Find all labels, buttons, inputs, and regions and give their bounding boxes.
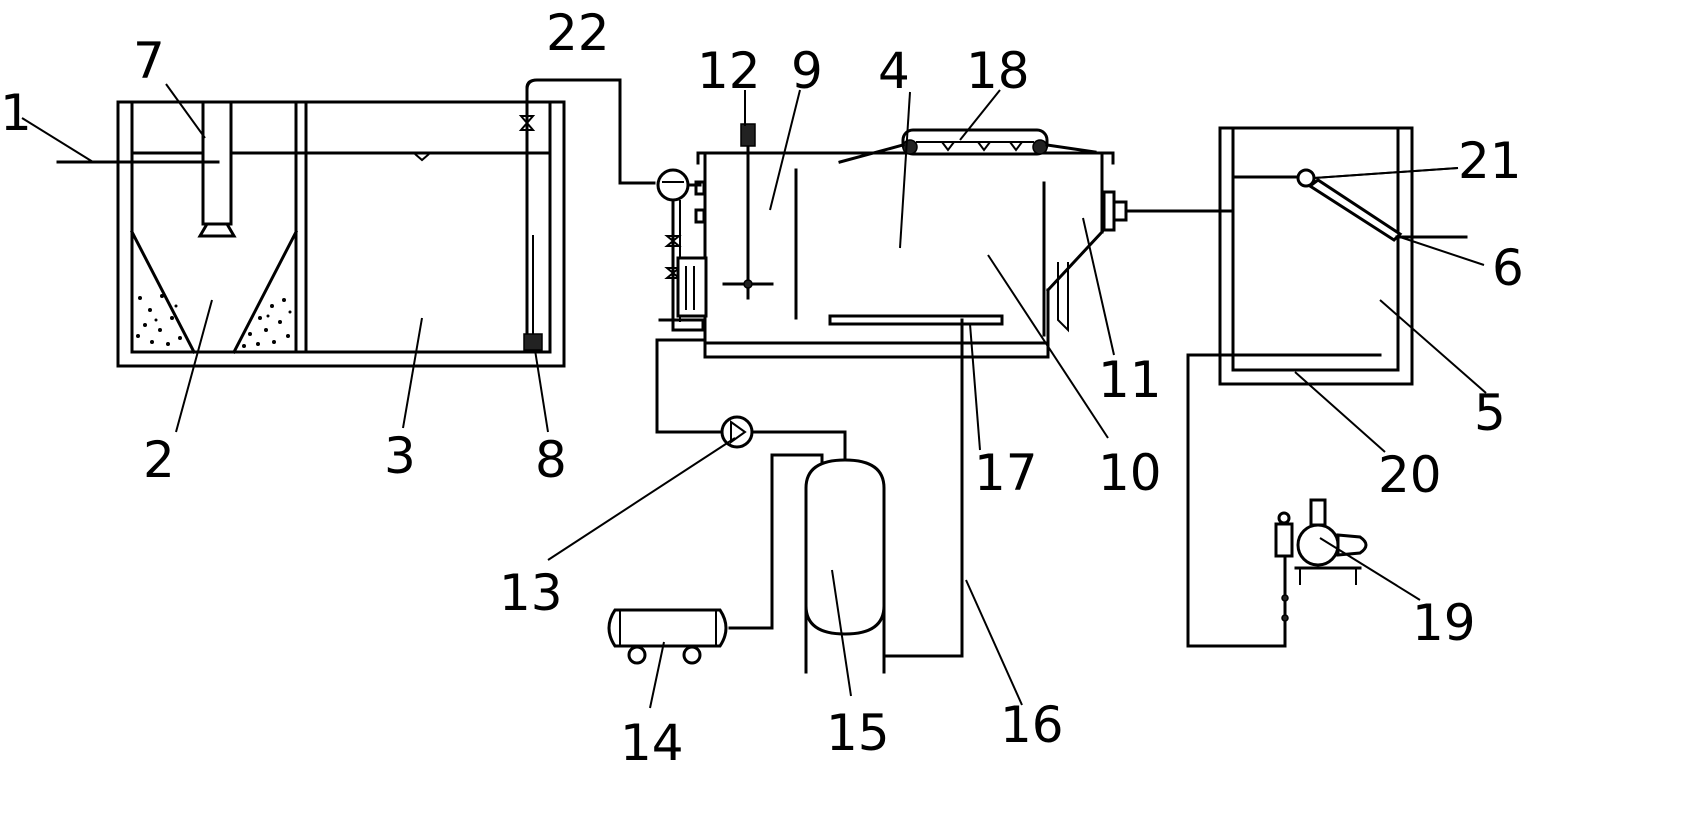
- leader-15: [831, 569, 852, 697]
- leader-20: [1294, 371, 1386, 453]
- sediment-right: [242, 298, 292, 348]
- riser-valve: [518, 115, 536, 131]
- leader-1: [21, 117, 94, 163]
- label-4: 4: [878, 42, 910, 100]
- leader-17: [969, 323, 981, 451]
- hopper-left-side: [129, 229, 197, 355]
- leader-21: [1313, 167, 1459, 179]
- leader-lines: [21, 83, 1487, 709]
- compressor-body: [607, 608, 728, 648]
- leader-4: [899, 91, 911, 249]
- label-22: 22: [546, 4, 610, 62]
- label-20: 20: [1378, 446, 1442, 504]
- leader-3: [402, 317, 423, 429]
- leader-11: [1082, 217, 1115, 356]
- float-arm: [1307, 178, 1403, 242]
- label-13: 13: [499, 564, 563, 622]
- leader-16: [965, 579, 1023, 706]
- leader-10: [987, 254, 1109, 439]
- label-18: 18: [966, 42, 1030, 100]
- right-tank: [1186, 126, 1468, 648]
- recycle-pipe: [655, 338, 724, 434]
- hopper-right-side: [231, 229, 299, 355]
- leader-19: [1319, 537, 1421, 601]
- mixer-motor: [740, 123, 756, 147]
- label-19: 19: [1412, 594, 1476, 652]
- feed-pipe-diffuser: [197, 222, 237, 238]
- left-tank-group: [56, 78, 585, 368]
- leader-9: [769, 89, 801, 211]
- left-tank-outline: [116, 100, 566, 368]
- leader-8: [534, 349, 549, 433]
- dosing-motor: [1336, 533, 1368, 557]
- right-tank-outline: [1218, 126, 1414, 386]
- dissolved-air-tank: [804, 458, 886, 674]
- release-pipe-17: [828, 314, 1004, 326]
- air-tank-body: [804, 458, 886, 636]
- submersible-pump: [523, 333, 543, 351]
- label-16: 16: [1000, 696, 1064, 754]
- component-labels: 1 2 3 4 5 6 7 8 9 10 11 12 13 14 15 16 1…: [0, 4, 1524, 772]
- return-pipe: [1186, 353, 1287, 648]
- dosing-pump-unit: [1274, 498, 1368, 630]
- label-10: 10: [1098, 444, 1162, 502]
- label-9: 9: [791, 42, 823, 100]
- air-feed-pipe: [770, 453, 824, 630]
- label-7: 7: [133, 32, 165, 90]
- label-3: 3: [384, 427, 416, 485]
- label-6: 6: [1492, 239, 1524, 297]
- label-21: 21: [1458, 132, 1522, 190]
- dosing-box: [676, 256, 708, 318]
- inlet-meter: [656, 168, 690, 202]
- label-11: 11: [1098, 351, 1162, 409]
- label-17: 17: [974, 444, 1038, 502]
- label-2: 2: [143, 431, 175, 489]
- leader-7: [165, 83, 206, 139]
- label-1: 1: [0, 84, 32, 142]
- label-8: 8: [535, 431, 567, 489]
- overflow-pipe: [1057, 262, 1069, 333]
- leader-2: [175, 299, 213, 433]
- leader-6: [1399, 236, 1485, 266]
- label-5: 5: [1474, 384, 1506, 442]
- air-compressor: [607, 608, 774, 665]
- leader-14: [649, 641, 665, 709]
- label-12: 12: [697, 42, 761, 100]
- transfer-pipe-22: [581, 78, 656, 185]
- label-14: 14: [620, 714, 684, 772]
- label-15: 15: [826, 704, 890, 762]
- leader-5: [1379, 299, 1487, 394]
- pipe-16: [882, 318, 964, 658]
- leader-18: [959, 89, 1001, 141]
- sediment-left: [136, 294, 182, 346]
- dosing-tank: [1274, 522, 1294, 558]
- leader-13: [547, 437, 736, 561]
- flotation-tank: [656, 123, 1128, 359]
